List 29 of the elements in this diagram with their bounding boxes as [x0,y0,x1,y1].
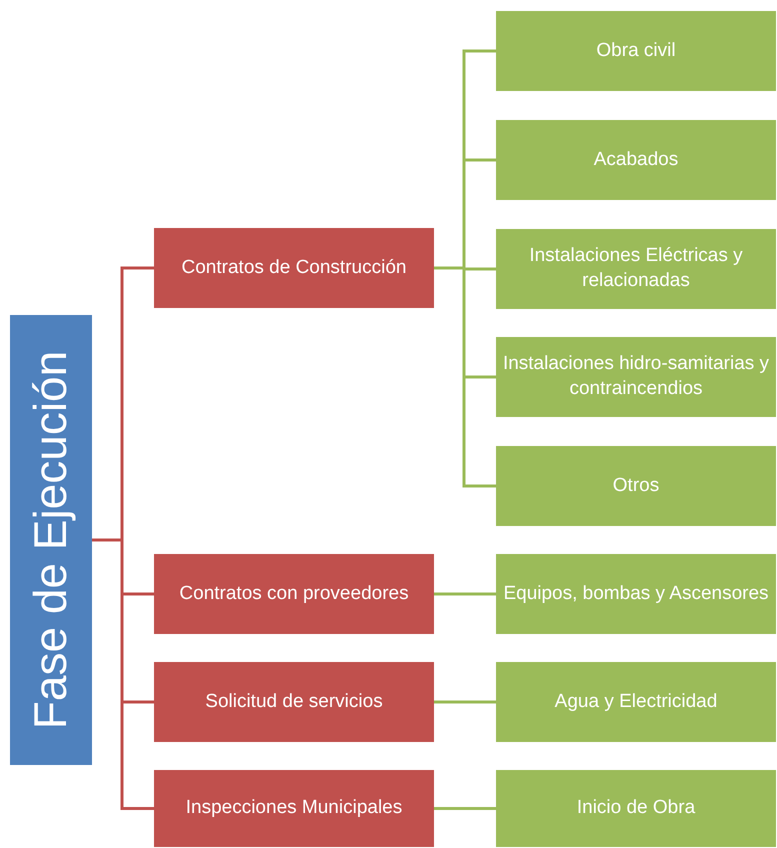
phase-box [10,315,92,765]
category-box [496,770,776,847]
box-label: Instalaciones hidro-samitarias y contraincendios [502,352,770,401]
category-box [154,228,434,308]
box-label: Obra civil [596,38,676,63]
box-label: Acabados [594,148,678,172]
connector-line [434,807,496,810]
box-label: Equipos, bombas y Ascensores [503,582,769,606]
box-label: Otros [612,474,660,498]
category-box [154,770,434,847]
category-box [496,446,776,526]
category-box [496,662,776,742]
box-label: Agua y Electricidad [554,690,718,714]
category-box [496,337,776,417]
connector-line [434,700,496,704]
box-label: Instalaciones Eléctricas y relacionadas [528,244,744,293]
category-box [496,554,776,634]
phase-title: Fase de Ejecución [23,350,78,730]
box-label: Inicio de Obra [576,796,696,820]
connector-line [434,592,496,596]
box-label: Solicitud de servicios [205,690,383,714]
category-box [496,120,776,200]
box-label: Contratos de Construcción [182,256,406,280]
category-box [496,229,776,309]
category-box [154,554,434,634]
box-label: Contratos con proveedores [179,582,409,606]
category-box [154,662,434,742]
box-label: Inspecciones Municipales [186,796,402,820]
category-box [496,11,776,91]
